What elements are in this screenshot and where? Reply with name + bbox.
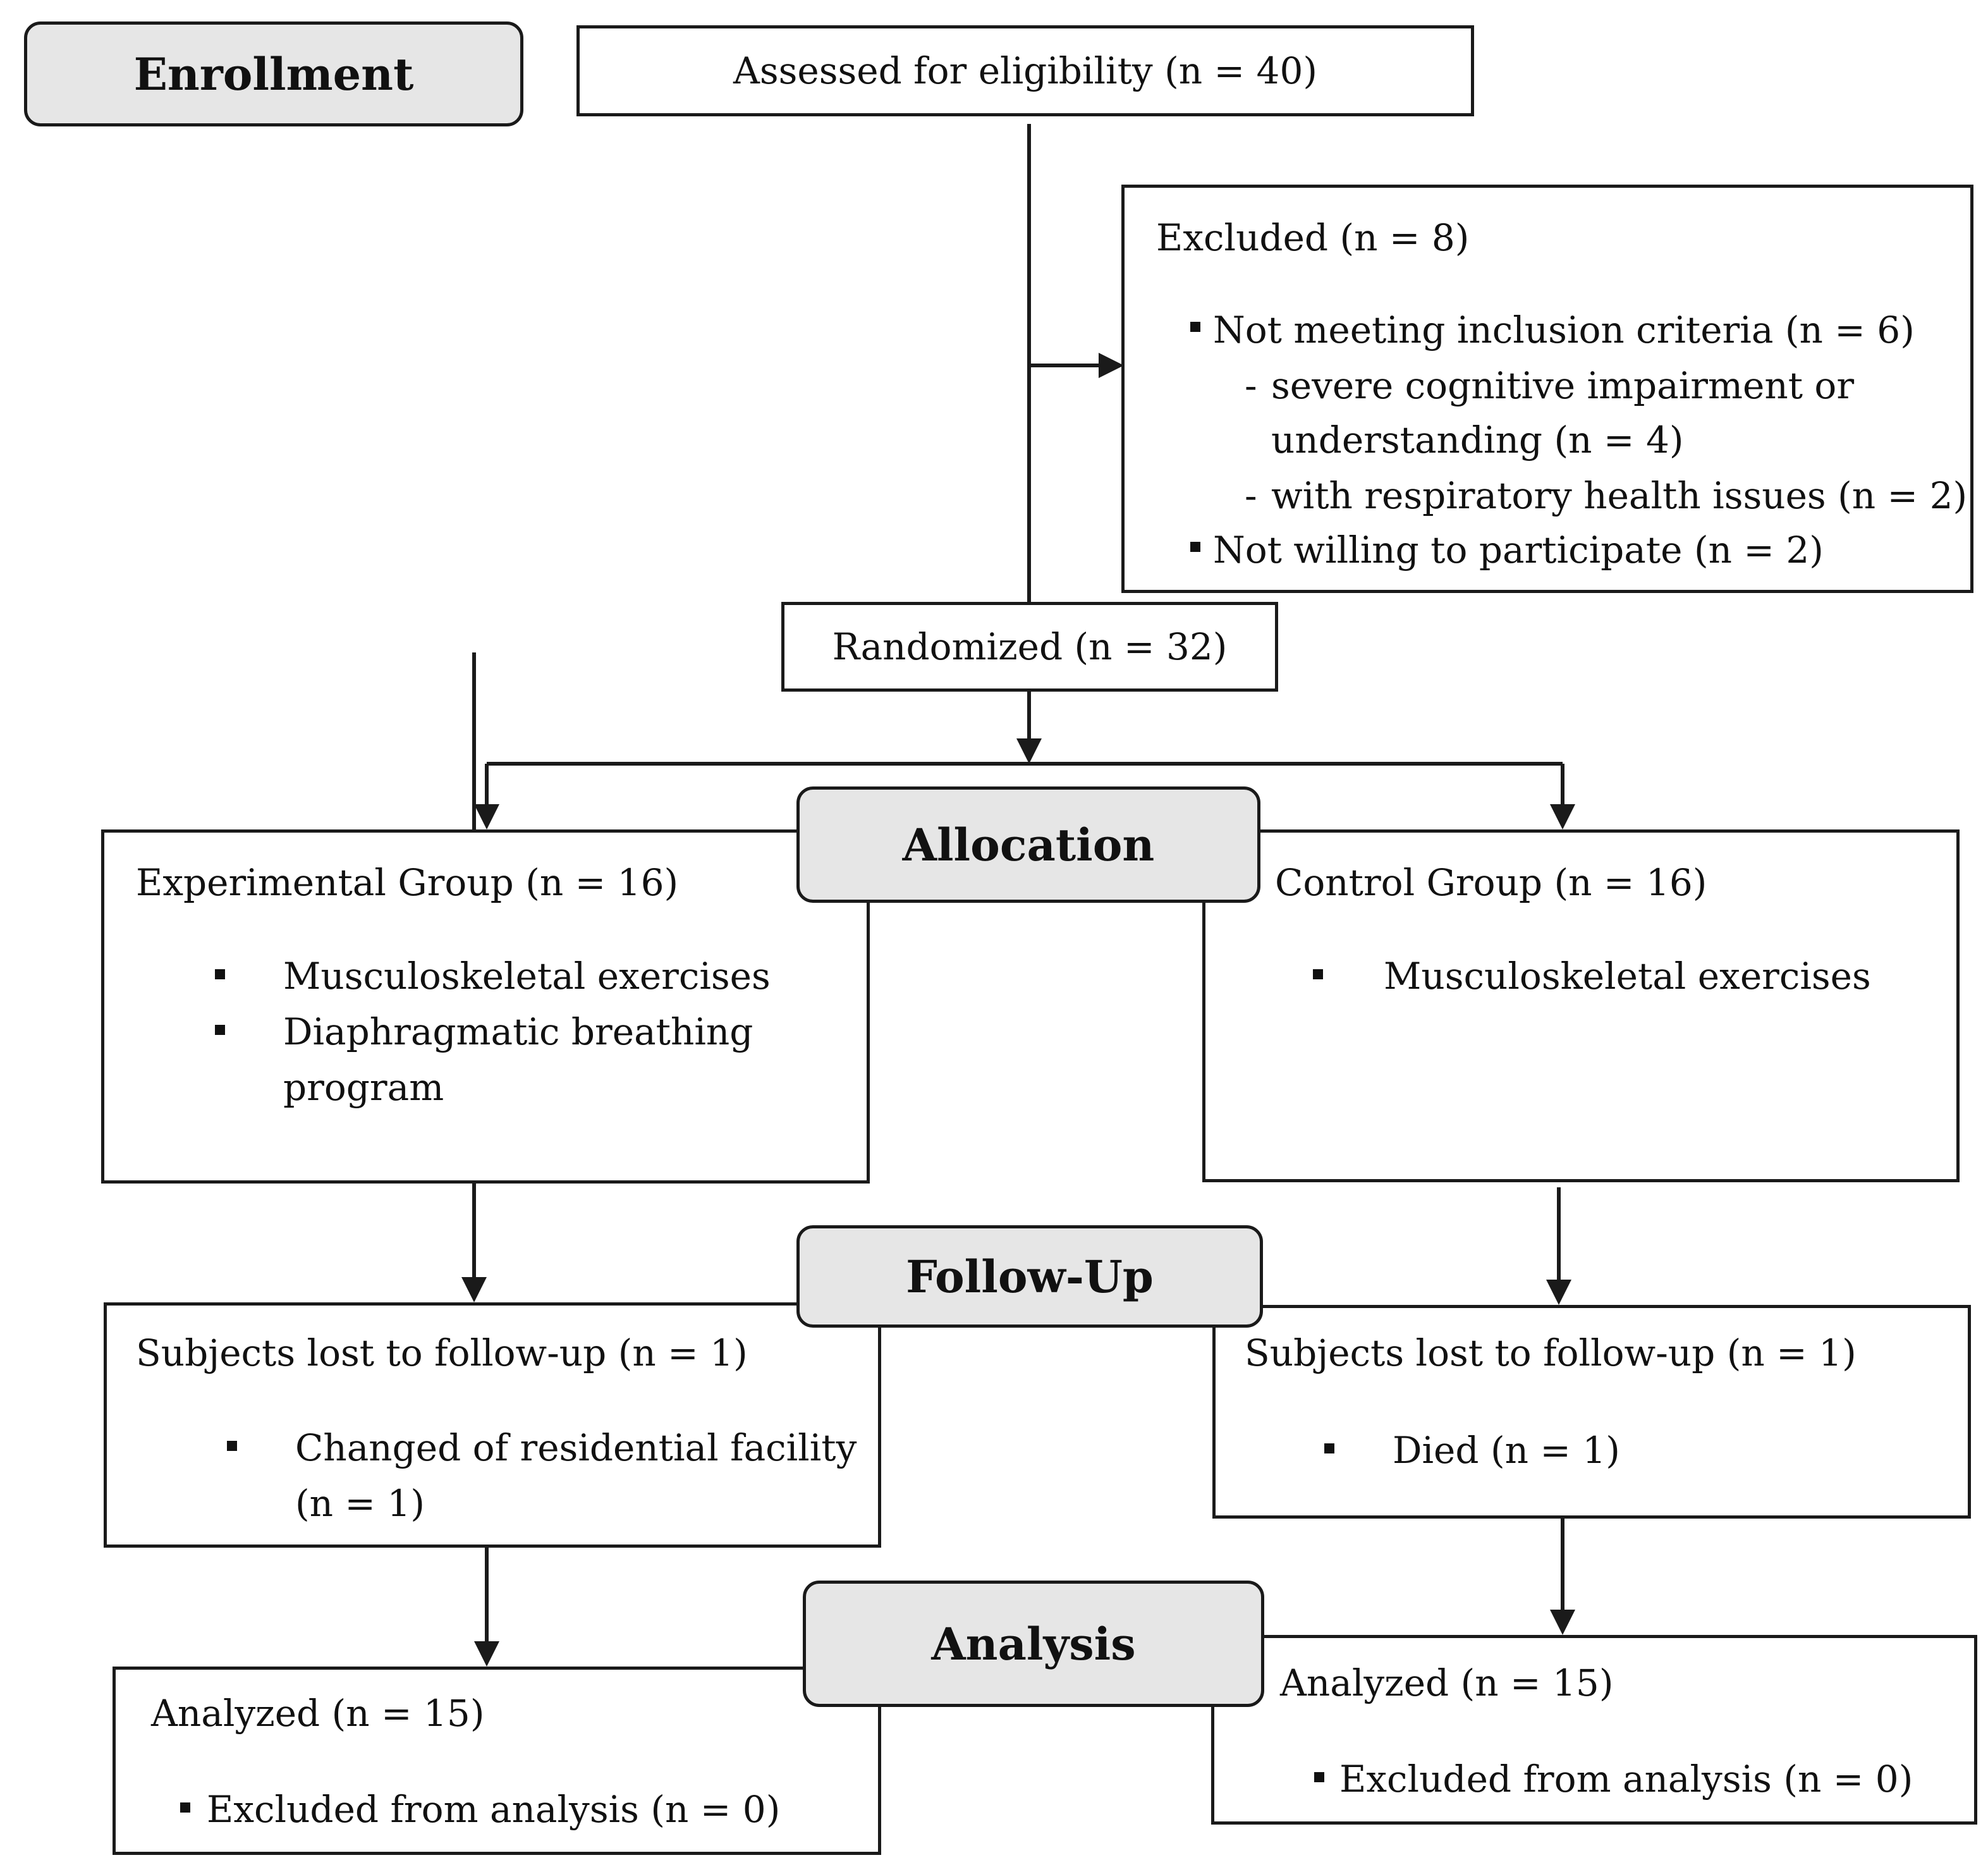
bullet-square-icon — [1314, 1772, 1324, 1782]
excluded-not-willing: Not willing to participate (n = 2) — [1213, 529, 1824, 572]
excluded-sub1-line1: severe cognitive impairment or — [1271, 364, 1855, 407]
dash-icon: - — [1245, 474, 1257, 517]
assessed-text: Assessed for eligibility (n = 40) — [733, 49, 1317, 92]
followup-right-box: Subjects lost to follow-up (n = 1) Died … — [1212, 1305, 1971, 1519]
dash-icon: - — [1245, 364, 1257, 407]
excluded-title: Excluded (n = 8) — [1156, 216, 1470, 259]
analysis-right-title: Analyzed (n = 15) — [1280, 1661, 1614, 1704]
analysis-left-item: Excluded from analysis (n = 0) — [207, 1788, 781, 1831]
control-title: Control Group (n = 16) — [1275, 861, 1707, 904]
stage-allocation-label: Allocation — [902, 818, 1155, 871]
experimental-title: Experimental Group (n = 16) — [136, 861, 679, 904]
stage-follow-up: Follow-Up — [796, 1225, 1263, 1328]
experimental-item2-line1: Diaphragmatic breathing — [283, 1010, 753, 1053]
excluded-sub1-line2: understanding (n = 4) — [1271, 419, 1684, 462]
stage-enrollment: Enrollment — [24, 21, 523, 126]
arrow-to-analysis-right — [1550, 1610, 1575, 1635]
analysis-left-box: Analyzed (n = 15) Excluded from analysis… — [113, 1667, 881, 1855]
followup-right-item: Died (n = 1) — [1393, 1429, 1620, 1472]
analysis-right-item: Excluded from analysis (n = 0) — [1339, 1758, 1913, 1801]
followup-right-title: Subjects lost to follow-up (n = 1) — [1245, 1331, 1857, 1374]
randomized-box: Randomized (n = 32) — [781, 602, 1278, 692]
arrow-to-followup-right — [1546, 1280, 1571, 1305]
randomized-text: Randomized (n = 32) — [832, 625, 1228, 668]
experimental-item1: Musculoskeletal exercises — [283, 955, 771, 998]
followup-left-title: Subjects lost to follow-up (n = 1) — [136, 1331, 748, 1374]
bullet-square-icon — [1313, 969, 1323, 979]
arrow-to-excluded — [1099, 353, 1124, 378]
excluded-box: Excluded (n = 8) Not meeting inclusion c… — [1121, 185, 1973, 593]
stage-analysis-label: Analysis — [931, 1617, 1136, 1670]
stage-analysis: Analysis — [803, 1581, 1264, 1707]
excluded-sub2: with respiratory health issues (n = 2) — [1271, 474, 1968, 517]
bullet-square-icon — [180, 1802, 190, 1813]
arrow-to-experimental — [474, 804, 499, 829]
arrow-to-control — [1550, 804, 1575, 829]
followup-left-item-line1: Changed of residential facility — [295, 1426, 857, 1469]
experimental-group-box: Experimental Group (n = 16) Musculoskele… — [101, 829, 870, 1184]
excluded-not-meeting: Not meeting inclusion criteria (n = 6) — [1213, 309, 1915, 352]
bullet-square-icon — [215, 1025, 225, 1035]
stage-follow-up-label: Follow-Up — [906, 1250, 1154, 1303]
analysis-left-title: Analyzed (n = 15) — [151, 1692, 485, 1735]
analysis-right-box: Analyzed (n = 15) Excluded from analysis… — [1211, 1635, 1977, 1825]
bullet-square-icon — [1324, 1443, 1334, 1453]
assessed-box: Assessed for eligibility (n = 40) — [576, 25, 1474, 116]
followup-left-item-line2: (n = 1) — [295, 1482, 425, 1525]
bullet-square-icon — [215, 969, 225, 979]
experimental-item2-line2: program — [283, 1066, 444, 1109]
control-item1: Musculoskeletal exercises — [1384, 955, 1871, 998]
control-group-box: Control Group (n = 16) Musculoskeletal e… — [1202, 829, 1960, 1182]
bullet-square-icon — [227, 1441, 237, 1451]
arrow-to-followup-left — [461, 1277, 487, 1302]
stage-allocation: Allocation — [796, 786, 1260, 903]
arrow-to-analysis-left — [474, 1641, 499, 1667]
followup-left-box: Subjects lost to follow-up (n = 1) Chang… — [104, 1302, 881, 1548]
bullet-square-icon — [1190, 542, 1200, 552]
stage-enrollment-label: Enrollment — [133, 47, 414, 101]
arrow-to-split — [1016, 738, 1042, 764]
bullet-square-icon — [1190, 322, 1200, 332]
